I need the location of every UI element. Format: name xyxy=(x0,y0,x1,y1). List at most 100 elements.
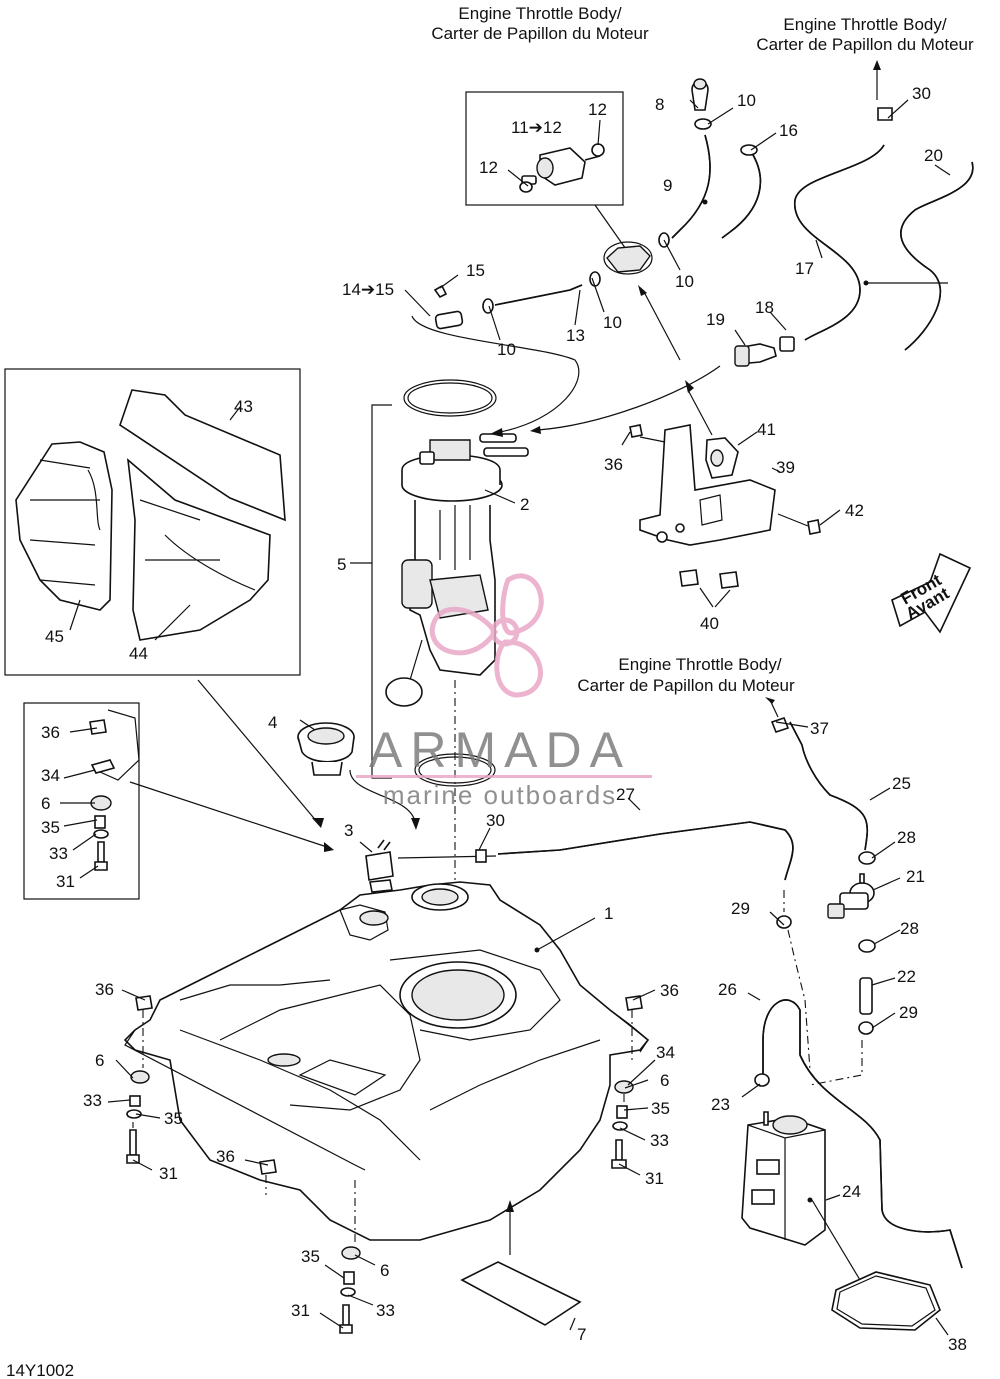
part-label: 9 xyxy=(663,176,672,195)
heat-shield-44 xyxy=(126,458,271,641)
part-label: 31 xyxy=(645,1169,664,1188)
part-label: 28 xyxy=(897,828,916,847)
fuel-filler-valve xyxy=(365,839,394,893)
part-label: 37 xyxy=(810,719,829,738)
front-direction-badge: Front Avant xyxy=(891,552,972,634)
part-label: 39 xyxy=(776,458,795,477)
part-label: 30 xyxy=(912,84,931,103)
part-label: 33 xyxy=(376,1301,395,1320)
destination-top-right-line2: Carter de Papillon du Moteur xyxy=(756,35,974,54)
part-label: 29 xyxy=(899,1003,918,1022)
panel-heat-shields xyxy=(4,368,301,676)
destination-top-right-line1: Engine Throttle Body/ xyxy=(783,15,946,34)
part-label: 23 xyxy=(711,1095,730,1114)
part-label: 10 xyxy=(737,91,756,110)
part-label: 18 xyxy=(755,298,774,317)
part-label: 4 xyxy=(268,713,277,732)
mounting-bracket xyxy=(629,424,821,589)
watermark-divider xyxy=(356,775,652,778)
charcoal-canister xyxy=(741,1111,826,1246)
part-label: 30 xyxy=(486,811,505,830)
rollover-valve xyxy=(827,873,875,919)
fuel-cap xyxy=(297,722,355,776)
part-label: 27 xyxy=(616,785,635,804)
part-label: 29 xyxy=(731,899,750,918)
destination-top-left-line2: Carter de Papillon du Moteur xyxy=(431,24,649,43)
part-label: 6 xyxy=(380,1261,389,1280)
part-label: 22 xyxy=(897,967,916,986)
part-number-labels: 1 2 3 4 5 6 6 6 6 7 8 9 10 10 10 10 11➔1… xyxy=(41,84,967,1354)
part-label: 14➔15 xyxy=(342,280,394,299)
part-label: 6 xyxy=(41,794,50,813)
destination-top-left-line1: Engine Throttle Body/ xyxy=(458,4,621,23)
destination-middle-right-line1: Engine Throttle Body/ xyxy=(618,655,781,674)
part-label: 19 xyxy=(706,310,725,329)
hardware-stack-bottom xyxy=(259,1159,361,1334)
part-label: 7 xyxy=(577,1325,586,1344)
part-label: 35 xyxy=(651,1099,670,1118)
part-label: 35 xyxy=(164,1109,183,1128)
part-label: 20 xyxy=(924,146,943,165)
part-label: 42 xyxy=(845,501,864,520)
part-label: 26 xyxy=(718,980,737,999)
diagram-code: 14Y1002 xyxy=(6,1361,74,1379)
part-label: 10 xyxy=(675,272,694,291)
watermark-tagline: marine outboards xyxy=(383,780,617,810)
watermark-logo-icon xyxy=(430,573,544,698)
part-label: 6 xyxy=(95,1051,104,1070)
part-label: 40 xyxy=(700,614,719,633)
part-label: 36 xyxy=(41,723,60,742)
part-label: 45 xyxy=(45,627,64,646)
part-label: 36 xyxy=(95,980,114,999)
part-label: 36 xyxy=(604,455,623,474)
part-label: 31 xyxy=(291,1301,310,1320)
part-label: 33 xyxy=(49,844,68,863)
part-label: 35 xyxy=(301,1247,320,1266)
panel-tank-mount-detail xyxy=(23,702,140,900)
part-label: 44 xyxy=(129,644,148,663)
part-label: 10 xyxy=(497,340,516,359)
part-label: 8 xyxy=(655,95,664,114)
part-label: 38 xyxy=(948,1335,967,1354)
panel-fuel-filter-detail xyxy=(465,91,624,206)
part-label: 25 xyxy=(892,774,911,793)
part-label: 33 xyxy=(83,1091,102,1110)
part-label: 5 xyxy=(337,555,346,574)
fuel-filter xyxy=(519,143,629,253)
part-label: 11➔12 xyxy=(511,118,562,137)
part-label: 21 xyxy=(906,867,925,886)
part-label: 10 xyxy=(603,313,622,332)
part-label: 6 xyxy=(660,1071,669,1090)
part-label: 17 xyxy=(795,259,814,278)
part-label: 34 xyxy=(41,766,60,785)
part-label: 12 xyxy=(479,158,498,177)
part-label: 36 xyxy=(660,981,679,1000)
part-label: 1 xyxy=(604,904,613,923)
part-label: 41 xyxy=(757,420,776,439)
fuel-tank xyxy=(123,881,650,1241)
leader-lines xyxy=(60,99,951,1336)
part-label: 43 xyxy=(234,397,253,416)
part-label: 31 xyxy=(159,1164,178,1183)
part-label: 33 xyxy=(650,1131,669,1150)
armada-watermark: ARMADA marine outboards xyxy=(356,573,652,810)
part-label: 36 xyxy=(216,1147,235,1166)
part-label: 34 xyxy=(656,1043,675,1062)
part-label: 12 xyxy=(588,100,607,119)
hardware-stack-detail xyxy=(89,709,140,871)
part-label: 28 xyxy=(900,919,919,938)
pump-seal-ring xyxy=(414,753,496,787)
watermark-brand: ARMADA xyxy=(369,722,631,778)
part-label: 24 xyxy=(842,1182,861,1201)
part-label: 2 xyxy=(520,495,529,514)
destination-middle-right-line2: Carter de Papillon du Moteur xyxy=(577,676,795,695)
part-label: 35 xyxy=(41,818,60,837)
tank-pad xyxy=(460,1261,582,1326)
heat-shield-43 xyxy=(119,389,286,522)
part-label: 16 xyxy=(779,121,798,140)
part-label: 3 xyxy=(344,821,353,840)
part-label: 13 xyxy=(566,326,585,345)
part-label: 31 xyxy=(56,872,75,891)
heat-shield-45 xyxy=(15,441,113,611)
